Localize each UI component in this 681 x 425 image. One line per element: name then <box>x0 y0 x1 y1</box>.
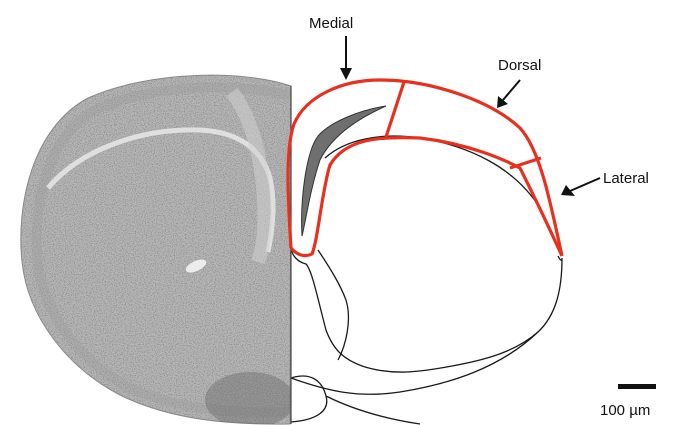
arrow-lateral-icon <box>570 178 600 191</box>
dorsal-lateral-divider <box>510 158 541 168</box>
scale-bar-label: 100 µm <box>600 402 650 419</box>
outer-contour <box>291 248 562 372</box>
white-matter-line <box>325 136 540 208</box>
stained-tissue-half <box>0 60 295 425</box>
label-lateral: Lateral <box>603 170 649 187</box>
region-inner-border <box>291 138 562 256</box>
label-dorsal: Dorsal <box>498 57 541 74</box>
arrow-dorsal-icon <box>503 80 520 100</box>
lateral-ventricle <box>302 106 386 236</box>
scale-bar-line <box>618 384 656 389</box>
annotation-labels: Medial Dorsal Lateral <box>309 15 649 196</box>
ventral-loop <box>291 376 327 422</box>
scale-bar: 100 µm <box>600 384 656 419</box>
lower-contour <box>291 332 538 394</box>
medial-dorsal-divider <box>386 82 404 137</box>
base-curve <box>326 396 420 424</box>
region-outlines <box>288 80 562 256</box>
inner-striatum-line <box>318 250 348 360</box>
label-medial: Medial <box>309 15 353 32</box>
arrowhead-dorsal-icon <box>497 96 508 108</box>
arrowhead-medial-icon <box>340 68 352 80</box>
